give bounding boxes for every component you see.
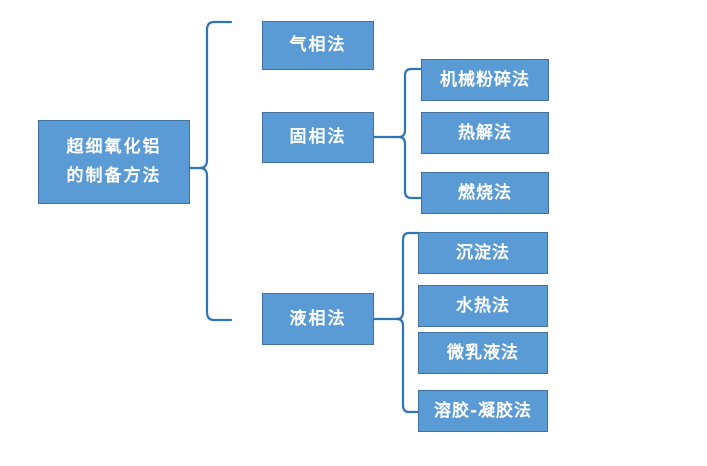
node-root-line-1: 超细氧化铝 (66, 137, 162, 157)
node-root[interactable]: 超细氧化铝 的制备方法 (38, 120, 190, 204)
node-solid-phase[interactable]: 固相法 (262, 112, 374, 163)
bracket-root (198, 20, 233, 322)
node-hydrothermal-label: 水热法 (456, 295, 510, 316)
node-microemulsion-label: 微乳液法 (447, 342, 519, 363)
node-hydrothermal[interactable]: 水热法 (418, 285, 548, 327)
node-combustion[interactable]: 燃烧法 (421, 172, 549, 214)
node-sol-gel[interactable]: 溶胶-凝胶法 (418, 390, 548, 432)
node-liquid-phase-label: 液相法 (289, 308, 347, 329)
node-pyrolysis-label: 热解法 (458, 122, 512, 143)
bracket-solid (397, 67, 423, 200)
node-liquid-phase[interactable]: 液相法 (262, 293, 374, 345)
node-precipitation-label: 沉淀法 (456, 242, 510, 263)
node-microemulsion[interactable]: 微乳液法 (418, 332, 548, 374)
node-mechanical-pulverization[interactable]: 机械粉碎法 (421, 59, 549, 101)
node-solid-phase-label: 固相法 (289, 127, 347, 147)
node-combustion-label: 燃烧法 (458, 182, 512, 203)
node-precipitation[interactable]: 沉淀法 (418, 232, 548, 274)
node-root-line-2: 的制备方法 (66, 166, 162, 186)
node-gas-phase-label: 气相法 (289, 35, 347, 55)
node-gas-phase[interactable]: 气相法 (262, 21, 374, 70)
node-pyrolysis[interactable]: 热解法 (421, 112, 549, 154)
bracket-liquid (395, 231, 420, 414)
node-mechanical-pulverization-label: 机械粉碎法 (440, 69, 530, 90)
node-sol-gel-label: 溶胶-凝胶法 (433, 400, 533, 421)
